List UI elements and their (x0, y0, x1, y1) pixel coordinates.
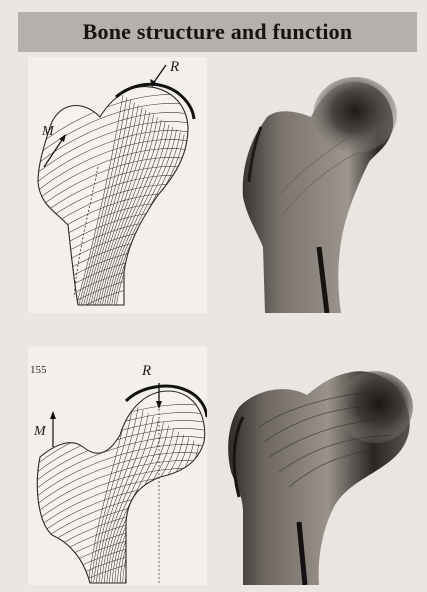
muscle-label-top: M (41, 124, 55, 139)
femur-trajectory-drawing-top: R M (28, 57, 207, 313)
femur-stress-diagram-top: R M (28, 57, 207, 313)
muscle-label-bottom: M (33, 424, 47, 439)
page-title: Bone structure and function (83, 19, 353, 45)
radiograph-image-bottom (219, 347, 416, 585)
load-label-top: R (169, 59, 179, 75)
muscle-arrowhead-bottom (50, 411, 56, 419)
section-header-banner: Bone structure and function (18, 12, 417, 52)
radiograph-femoral-head-top (313, 77, 397, 153)
femur-radiograph-bottom (219, 347, 416, 585)
femur-trajectory-drawing-bottom: 155 R M (28, 347, 207, 585)
radiograph-femoral-head-bottom (337, 371, 413, 443)
load-label-bottom: R (141, 363, 151, 379)
figure-number: 155 (30, 364, 47, 376)
femur-stress-diagram-bottom: 155 R M (28, 347, 207, 585)
femur-radiograph-top (219, 57, 416, 313)
radiograph-image-top (219, 57, 416, 313)
